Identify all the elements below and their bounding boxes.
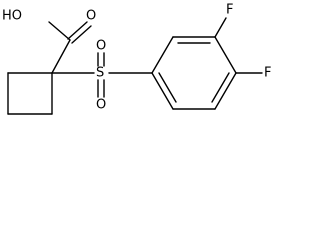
carboxylic-acid-group	[48, 21, 92, 74]
fluorine-meta-label: F	[226, 3, 233, 18]
sulfonyl-oxygen-bottom-label: O	[96, 98, 106, 113]
bond-ring-to-carboxyl	[51, 39, 71, 74]
fluorine-substituents	[214, 17, 263, 74]
aromatic-double-bond	[158, 72, 177, 103]
aromatic-double-bond	[211, 72, 230, 103]
fluorine-para-label: F	[264, 66, 271, 81]
aromatic-bond	[214, 36, 237, 74]
bond-carboxyl-to-hydroxyl	[48, 21, 71, 41]
benzene-ring	[151, 36, 237, 110]
carbonyl-double-bond	[67, 21, 88, 40]
sulfur-label: S	[96, 66, 104, 81]
aromatic-bond	[151, 72, 174, 110]
bond-to-fluorine-meta	[214, 17, 227, 38]
sulfonyl-oxygen-top-label: O	[96, 39, 106, 54]
carbonyl-oxygen-label: O	[86, 9, 96, 24]
aromatic-bond	[151, 36, 174, 74]
cyclobutane-ring	[7, 72, 53, 115]
aromatic-bond	[214, 72, 237, 110]
chemical-structure: HO O S O O F F	[2, 3, 271, 115]
sulfonyl-group	[51, 52, 153, 98]
carbonyl-double-bond	[71, 25, 92, 44]
hydroxyl-label: HO	[2, 9, 22, 24]
